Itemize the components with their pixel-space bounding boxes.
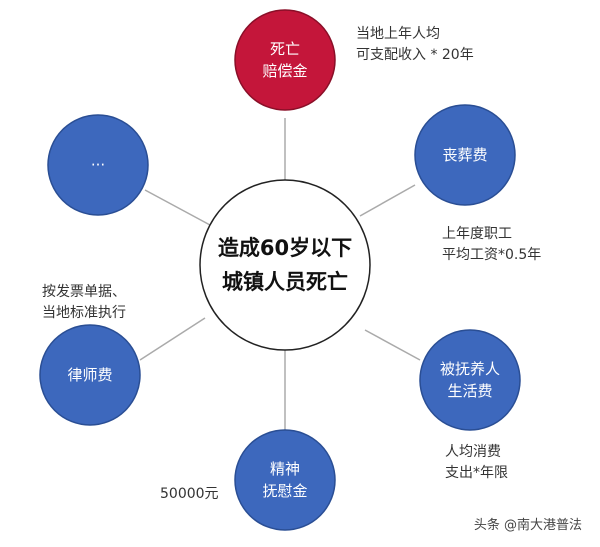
watermark: 头条 @南大港普法: [473, 518, 582, 533]
note-dependent: 人均消费 支出*年限: [445, 444, 508, 481]
connector-lawyer: [139, 317, 206, 361]
node-funeral-label: 丧葬费: [442, 146, 488, 164]
connector-dependent: [364, 329, 421, 361]
node-dependent-circle: [419, 329, 521, 431]
connector-funeral: [359, 184, 416, 217]
node-more-label: ···: [90, 156, 106, 174]
node-more-circle: [47, 114, 149, 216]
node-death-label: 死亡 赔偿金: [262, 40, 308, 80]
node-mental-label: 精神 抚慰金: [262, 460, 308, 500]
note-lawyer: 按发票单据、 当地标准执行: [42, 284, 126, 321]
note-funeral: 上年度职工 平均工资*0.5年: [442, 226, 542, 263]
node-mental-circle: [234, 429, 336, 531]
connector-more: [144, 189, 211, 226]
node-lawyer-label: 律师费: [67, 366, 113, 384]
note-death: 当地上年人均 可支配收入 * 20年: [356, 26, 474, 63]
center-label: 造成60岁以下 城镇人员死亡: [217, 236, 353, 294]
node-funeral-circle: [414, 104, 516, 206]
note-mental: 50000元: [160, 486, 219, 502]
center-circle: [199, 179, 371, 351]
node-lawyer-circle: [39, 324, 141, 426]
node-death-circle: [234, 9, 336, 111]
node-dependent-label: 被抚养人 生活费: [439, 360, 500, 400]
